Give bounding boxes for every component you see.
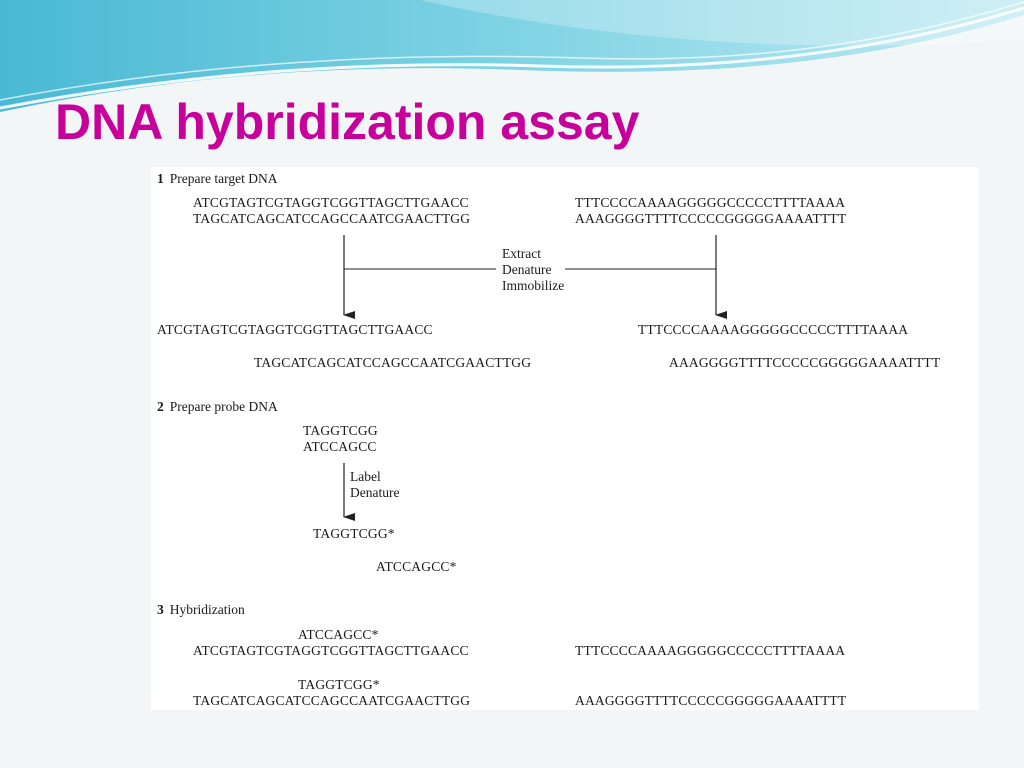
hybrid-target-b-left: TAGCATCAGCATCCAGCCAATCGAACTTGG xyxy=(193,693,471,708)
probe-bottom: ATCCAGCC xyxy=(303,439,377,454)
hybrid-probe-a: ATCCAGCC* xyxy=(298,627,379,642)
ds-left-bottom: TAGCATCAGCATCCAGCCAATCGAACTTGG xyxy=(193,211,471,226)
hybrid-probe-b: TAGGTCGG* xyxy=(298,677,380,692)
hybrid-target-a-left: ATCGTAGTCGTAGGTCGGTTAGCTTGAACC xyxy=(193,643,469,658)
hybrid-target-a-right: TTTCCCCAAAAGGGGGCCCCCTTTTAAAA xyxy=(575,643,846,658)
diagram-arrows xyxy=(343,235,727,521)
slide-title: DNA hybridization assay xyxy=(55,94,640,150)
step1-heading: 1 Prepare target DNA xyxy=(157,171,277,187)
ss-right-top: TTTCCCCAAAAGGGGGCCCCCTTTTAAAA xyxy=(638,322,909,337)
step2-label: Prepare probe DNA xyxy=(169,399,278,414)
step3-number: 3 xyxy=(157,602,164,617)
ds-right-bottom: AAAGGGGTTTTCCCCCGGGGGAAAATTTT xyxy=(575,211,847,226)
ss-left-bottom: TAGCATCAGCATCCAGCCAATCGAACTTGG xyxy=(254,355,532,370)
step2-number: 2 xyxy=(157,399,164,414)
ds-left-top: ATCGTAGTCGTAGGTCGGTTAGCTTGAACC xyxy=(193,195,469,210)
process-extract: Extract xyxy=(502,246,541,261)
ss-left-top: ATCGTAGTCGTAGGTCGGTTAGCTTGAACC xyxy=(157,322,433,337)
probe-top: TAGGTCGG xyxy=(303,423,378,438)
step2-heading: 2 Prepare probe DNA xyxy=(157,399,278,415)
step1-label: Prepare target DNA xyxy=(169,171,278,186)
step1-number: 1 xyxy=(157,171,164,186)
process-label: Label xyxy=(350,469,381,484)
process-denature-probe: Denature xyxy=(350,485,400,500)
process-immobilize: Immobilize xyxy=(502,278,565,293)
step3-heading: 3 Hybridization xyxy=(157,602,245,618)
process-denature: Denature xyxy=(502,262,552,277)
labeled-probe-bottom: ATCCAGCC* xyxy=(376,559,457,574)
ds-right-top: TTTCCCCAAAAGGGGGCCCCCTTTTAAAA xyxy=(575,195,846,210)
hybridization-diagram: 1 Prepare target DNA ATCGTAGTCGTAGGTCGGTT… xyxy=(151,167,979,710)
step3-label: Hybridization xyxy=(169,602,245,617)
ss-right-bottom: AAAGGGGTTTTCCCCCGGGGGAAAATTTT xyxy=(669,355,941,370)
labeled-probe-top: TAGGTCGG* xyxy=(313,526,395,541)
header-wave-decoration xyxy=(0,0,1024,112)
hybrid-target-b-right: AAAGGGGTTTTCCCCCGGGGGAAAATTTT xyxy=(575,693,847,708)
